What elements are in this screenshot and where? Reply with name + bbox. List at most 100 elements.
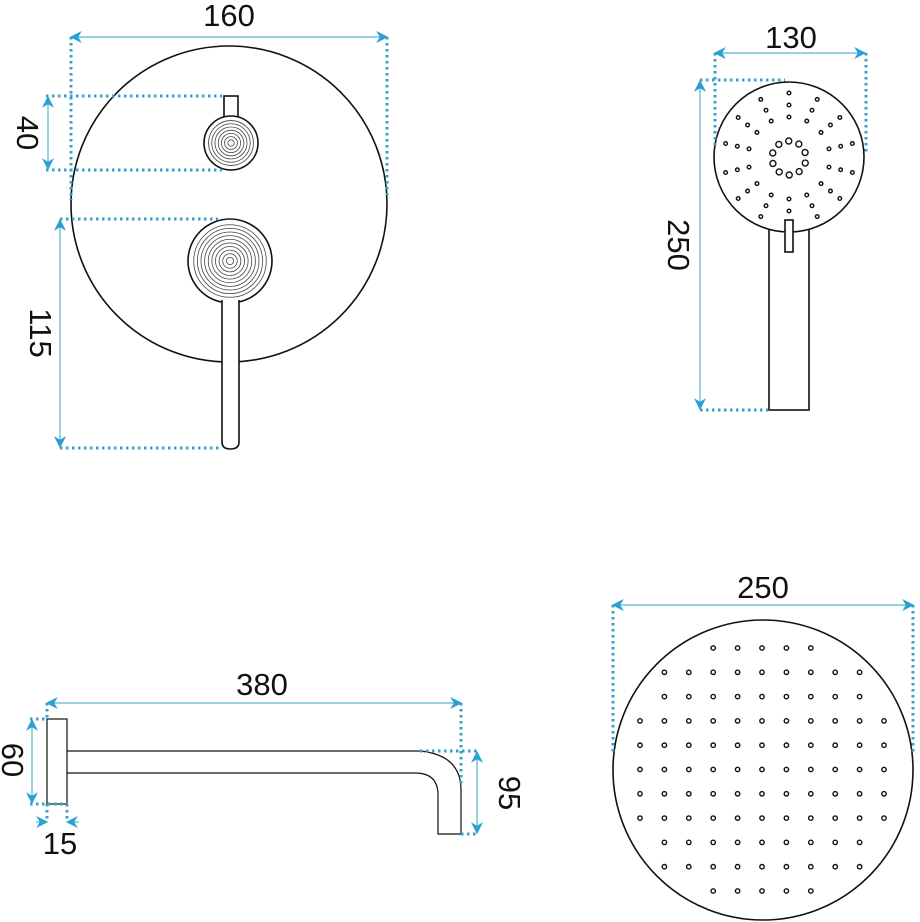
spray-hole: [723, 141, 729, 147]
rain-spray-hole: [832, 693, 839, 700]
rain-spray-hole: [832, 718, 839, 724]
rain-spray-hole: [685, 815, 692, 821]
mixer-width-label: 160: [203, 0, 255, 33]
mixer-upper-offset-label: 40: [10, 116, 45, 150]
wall-plate: [46, 718, 68, 805]
rain-shower-drawing: 250: [611, 570, 915, 921]
rain-spray-hole: [734, 718, 741, 724]
spray-hole: [786, 102, 792, 108]
rain-spray-hole: [685, 742, 692, 749]
mixer-drawing: 160 40 115: [10, 0, 389, 450]
knob-ring: [224, 136, 238, 150]
center-spray-hole: [775, 168, 783, 176]
rain-spray-hole: [734, 863, 741, 870]
knob-ring: [208, 120, 254, 166]
knob-ring: [214, 126, 248, 160]
rain-spray-hole: [637, 766, 643, 773]
rain-spray-hole: [710, 742, 717, 749]
spray-hole: [745, 188, 751, 194]
knob-ring: [227, 139, 235, 147]
spray-hole: [849, 169, 855, 175]
hand-shower-drawing: 130 250: [661, 20, 868, 412]
knob-ring: [215, 246, 245, 276]
rain-spray-hole: [661, 693, 668, 700]
spray-hole: [745, 122, 751, 128]
rain-spray-hole: [881, 790, 887, 797]
rain-spray-hole: [856, 693, 863, 700]
rain-spray-hole: [685, 693, 692, 700]
center-spray-hole: [801, 148, 809, 157]
rain-spray-hole: [710, 839, 717, 846]
rain-spray-hole: [734, 645, 741, 651]
diverter-stem: [223, 95, 239, 119]
rain-spray-hole: [734, 790, 741, 797]
rain-spray-hole: [710, 766, 717, 773]
rain-spray-hole: [710, 863, 717, 870]
spray-hole: [809, 107, 815, 113]
rain-spray-hole: [807, 888, 814, 894]
spray-hole: [804, 118, 810, 124]
spray-hole: [837, 196, 843, 202]
spray-hole: [838, 167, 844, 173]
rain-spray-hole: [881, 742, 887, 749]
rain-spray-hole: [807, 718, 814, 724]
rain-spray-hole: [637, 790, 643, 797]
rain-spray-hole: [807, 742, 814, 749]
diverter-knob: [203, 115, 259, 171]
rain-spray-hole: [710, 790, 717, 797]
rain-spray-hole: [759, 766, 765, 773]
spray-hole: [763, 203, 769, 209]
spray-hole: [827, 188, 833, 194]
rain-spray-hole: [856, 815, 863, 821]
plate-height-label: 60: [0, 743, 30, 777]
spray-hole: [814, 96, 820, 102]
knob-ring: [204, 235, 256, 287]
rain-spray-hole: [881, 766, 887, 773]
rain-spray-hole: [759, 718, 765, 724]
rain-spray-hole: [661, 815, 668, 821]
center-spray-hole: [775, 140, 783, 149]
rain-spray-hole: [759, 693, 765, 700]
knob-ring: [222, 253, 238, 269]
rain-spray-hole: [759, 645, 765, 651]
rain-spray-hole: [734, 669, 741, 676]
rain-spray-hole: [856, 742, 863, 749]
rain-spray-hole: [881, 718, 887, 724]
spray-hole: [723, 169, 729, 175]
knob-ring: [211, 242, 249, 280]
center-spray-hole: [801, 159, 809, 167]
spray-hole: [826, 146, 832, 152]
rain-spray-hole: [783, 815, 790, 821]
rain-spray-hole: [734, 839, 741, 846]
rain-spray-hole: [734, 888, 741, 894]
rain-spray-hole: [710, 693, 717, 700]
rain-spray-hole: [685, 669, 692, 676]
rain-spray-hole: [759, 839, 765, 846]
rain-spray-hole: [661, 863, 668, 870]
rain-spray-hole: [710, 645, 717, 651]
rain-spray-hole: [710, 669, 717, 676]
rain-spray-hole: [783, 693, 790, 700]
spray-hole: [827, 122, 833, 128]
center-spray-hole: [769, 159, 777, 168]
rain-spray-hole: [661, 766, 668, 773]
rain-spray-hole: [783, 888, 790, 894]
shower-arm-drawing: 380 60 15 95: [0, 667, 527, 861]
spray-hole: [786, 114, 792, 120]
rain-spray-hole: [637, 718, 643, 724]
rain-spray-hole: [807, 669, 814, 676]
hand-shower-length-label: 250: [661, 219, 696, 271]
rain-spray-hole: [637, 742, 643, 749]
spray-hole: [758, 96, 764, 102]
knob-ring: [217, 129, 245, 157]
rain-spray-hole: [661, 839, 668, 846]
knob-ring: [196, 227, 264, 295]
rain-spray-hole: [832, 669, 839, 676]
rain-spray-hole: [856, 839, 863, 846]
mixer-lower-offset-label: 115: [23, 308, 58, 357]
spray-hole: [758, 214, 764, 220]
spray-hole: [818, 129, 824, 135]
spray-hole: [809, 203, 815, 209]
rain-spray-hole: [734, 693, 741, 700]
rain-spray-hole: [759, 790, 765, 797]
